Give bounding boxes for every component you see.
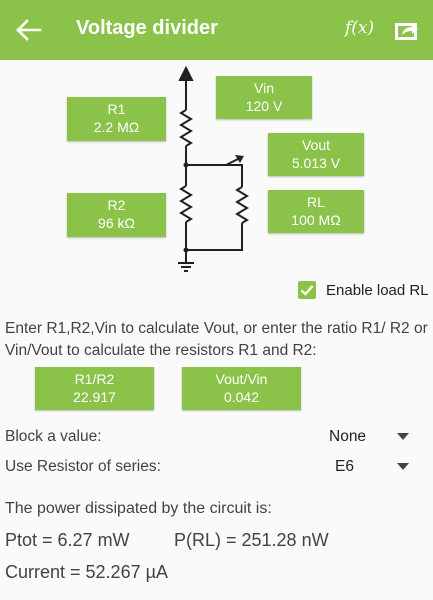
rl-button[interactable]: RL 100 MΩ bbox=[268, 190, 364, 233]
r1-value: 2.2 MΩ bbox=[93, 119, 140, 135]
r1-r2-ratio-button[interactable]: R1/R2 22.917 bbox=[35, 367, 154, 410]
enable-load-label: Enable load RL bbox=[326, 282, 429, 299]
formula-button[interactable]: f(x) bbox=[345, 18, 375, 38]
r1-label: R1 bbox=[107, 101, 126, 117]
resistor-series-label: Use Resistor of series: bbox=[5, 458, 161, 475]
vout-value: 5.013 V bbox=[291, 155, 341, 171]
block-value-select[interactable]: None bbox=[329, 428, 367, 445]
current-value: Current = 52.267 µA bbox=[5, 562, 168, 582]
ptot-value: Ptot = 6.27 mW bbox=[5, 530, 130, 550]
r1-r2-value: 22.917 bbox=[73, 389, 116, 405]
circuit-diagram bbox=[178, 65, 249, 272]
page-title: Voltage divider bbox=[76, 17, 218, 39]
vin-label: Vin bbox=[254, 80, 274, 96]
vout-vin-label: Vout/Vin bbox=[215, 371, 268, 387]
rl-value: 100 MΩ bbox=[291, 212, 341, 228]
vout-vin-ratio-button[interactable]: Vout/Vin 0.042 bbox=[182, 367, 301, 410]
vin-button[interactable]: Vin 120 V bbox=[216, 76, 312, 119]
arrow-left-icon[interactable] bbox=[14, 16, 44, 44]
r2-value: 96 kΩ bbox=[98, 215, 135, 231]
vin-value: 120 V bbox=[245, 98, 283, 114]
instructions-text: Enter R1,R2,Vin to calculate Vout, or en… bbox=[5, 320, 428, 359]
share-icon[interactable] bbox=[394, 17, 422, 43]
resistor-series-select[interactable]: E6 bbox=[335, 458, 354, 475]
r1-r2-label: R1/R2 bbox=[74, 371, 115, 387]
chevron-down-icon[interactable] bbox=[397, 463, 409, 470]
r1-button[interactable]: R1 2.2 MΩ bbox=[67, 97, 166, 141]
vout-label: Vout bbox=[301, 137, 331, 153]
vout-button[interactable]: Vout 5.013 V bbox=[268, 133, 364, 176]
checkbox-checked-icon[interactable] bbox=[298, 281, 316, 299]
vout-vin-value: 0.042 bbox=[223, 389, 260, 405]
chevron-down-icon[interactable] bbox=[397, 433, 409, 440]
r2-button[interactable]: R2 96 kΩ bbox=[67, 193, 166, 237]
r2-label: R2 bbox=[107, 197, 126, 213]
rl-label: RL bbox=[307, 194, 325, 210]
app-bar: Voltage divider f(x) bbox=[0, 0, 433, 60]
block-value-label: Block a value: bbox=[5, 428, 102, 445]
power-heading: The power dissipated by the circuit is: bbox=[5, 500, 272, 517]
prl-value: P(RL) = 251.28 nW bbox=[174, 530, 329, 550]
